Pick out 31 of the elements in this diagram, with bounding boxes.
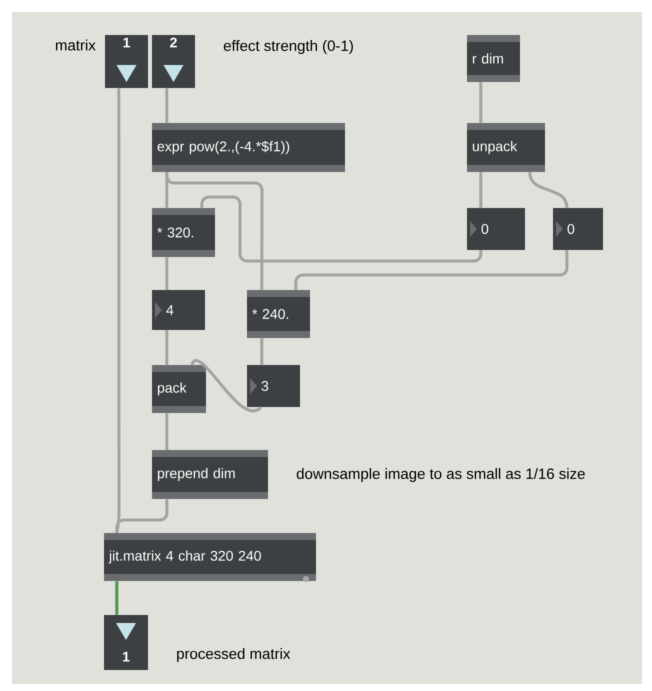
- comment-text: processed matrix: [177, 648, 290, 662]
- patch-cord: [115, 499, 168, 533]
- object-box: r dim: [467, 35, 520, 82]
- inlet-box: 2: [152, 35, 195, 88]
- patch-cord: [165, 413, 168, 450]
- patch-cord: [165, 330, 168, 365]
- object-box: expr pow(2.,(-4.*$f1)): [152, 123, 345, 172]
- number-box: 0: [553, 208, 603, 250]
- inlet-box: 1: [105, 35, 148, 88]
- comment-text: matrix: [56, 40, 96, 50]
- patch-cord: [165, 88, 168, 123]
- object-box: pack: [152, 365, 206, 413]
- patch-cord: [528, 172, 568, 208]
- patch-cord: [165, 257, 168, 290]
- outlet-box: 1: [104, 615, 148, 670]
- patch-cord: [260, 338, 264, 365]
- patch-cord: [200, 196, 482, 262]
- patch-cord: [479, 82, 482, 123]
- patch-cord: [115, 581, 118, 615]
- object-box: prepend dim: [152, 450, 268, 499]
- object-box: jit.matrix 4 char 320 240: [104, 533, 316, 582]
- patch-cord: [479, 172, 482, 208]
- number-box: 0: [467, 208, 525, 250]
- patch-cord: [165, 172, 264, 290]
- comment-text: downsample image to as small as 1/16 size: [296, 468, 585, 482]
- object-box: * 320.: [152, 208, 215, 257]
- object-box: unpack: [467, 123, 545, 172]
- number-box: 4: [152, 290, 205, 330]
- number-box: 3: [247, 365, 300, 407]
- comment-text: effect strength (0-1): [224, 40, 353, 54]
- object-box: * 240.: [247, 290, 310, 338]
